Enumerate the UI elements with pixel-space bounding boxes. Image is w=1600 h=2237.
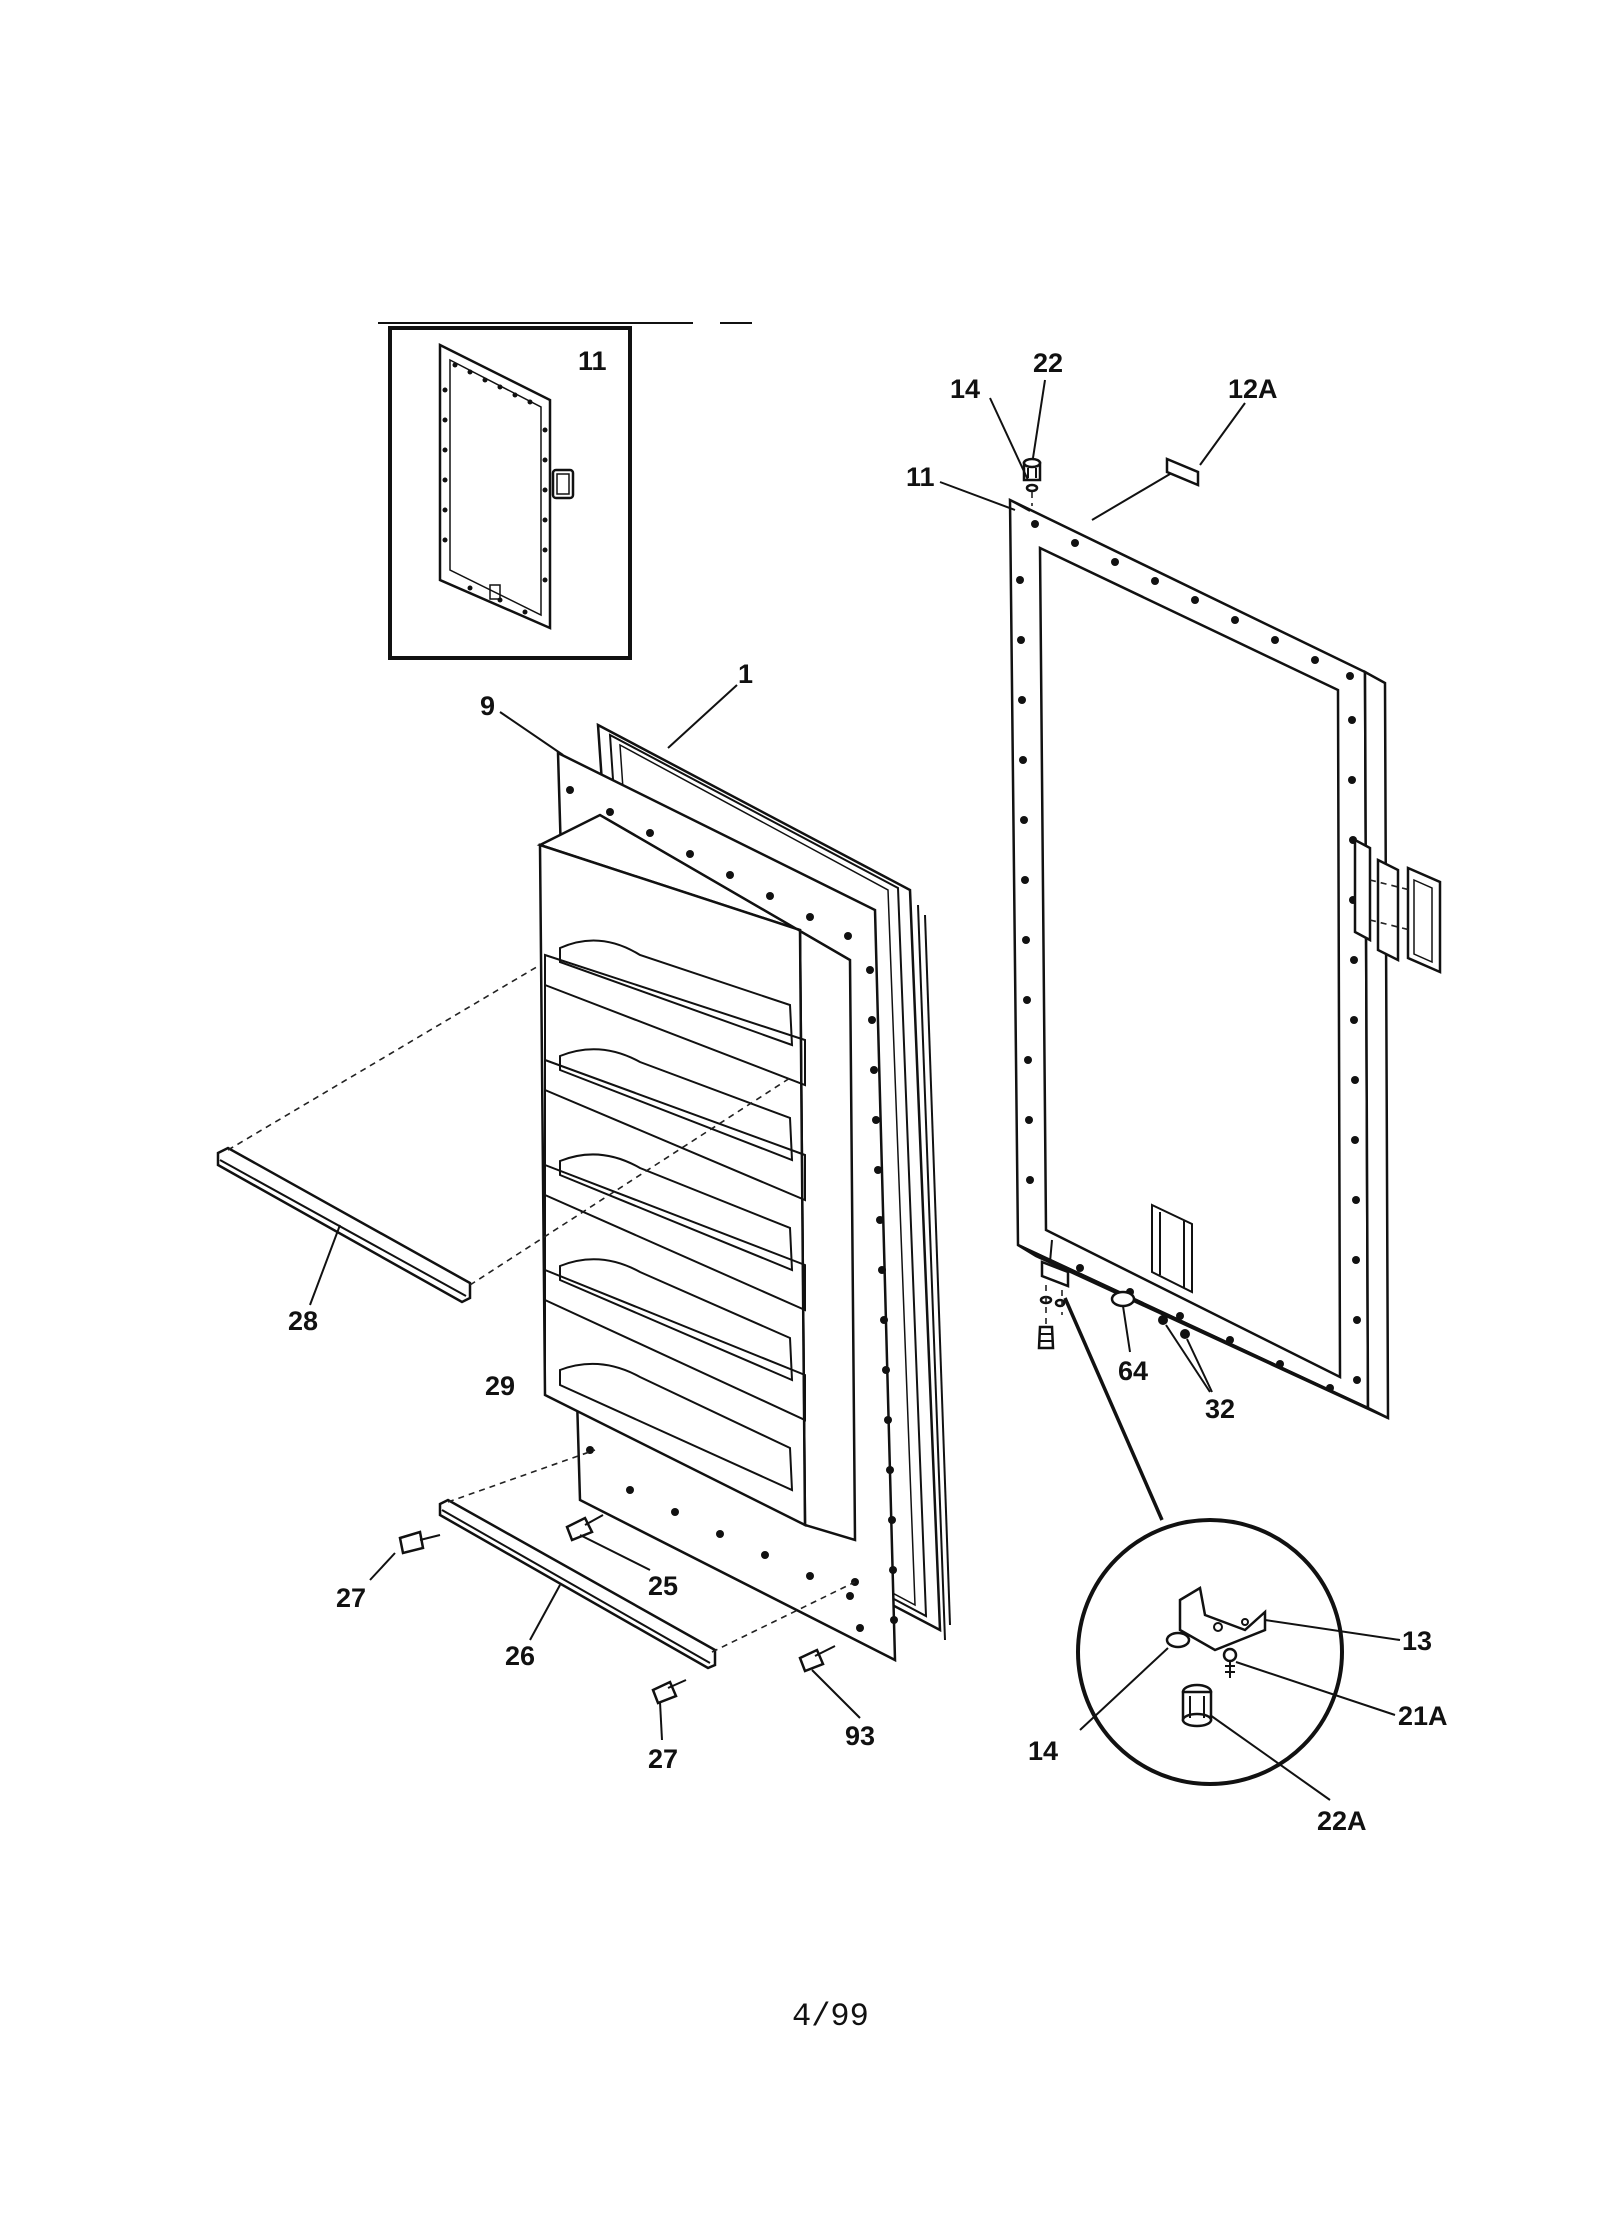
washer-14 [1025, 483, 1039, 493]
label-93: 93 [845, 1721, 875, 1751]
liner-screw-holes [566, 786, 898, 1632]
screw-21A [1222, 1647, 1238, 1678]
label-22-top: 22 [1033, 348, 1063, 378]
label-28: 28 [288, 1306, 318, 1336]
plugs-32 [1158, 1315, 1213, 1393]
door-shelves [544, 929, 806, 1526]
label-29: 29 [485, 1371, 515, 1401]
label-27-left: 27 [336, 1583, 366, 1613]
push-pin-25: 25 [565, 1514, 678, 1601]
page-number: 4/99 [792, 1998, 869, 2035]
hinge-bushing-22 [1022, 457, 1042, 482]
inset-door-liner-drawing [438, 342, 575, 630]
push-pin-27-left: 27 [336, 1530, 441, 1613]
door-liner-assembly [536, 722, 951, 1663]
grommet-64 [1110, 1290, 1136, 1308]
bottom-rail-26: 26 [438, 1449, 856, 1671]
push-pin-27-bottom: 27 [648, 1679, 687, 1774]
label-26: 26 [505, 1641, 535, 1671]
label-22A: 22A [1317, 1806, 1367, 1836]
label-inset-11: 11 [578, 346, 607, 376]
shelf-rail-28: 28 [216, 964, 791, 1336]
label-64: 64 [1118, 1356, 1148, 1386]
label-11-outer: 11 [906, 462, 935, 492]
washer-14-detail [1165, 1631, 1191, 1649]
label-32: 32 [1205, 1394, 1235, 1424]
outer-panel-handle [1353, 837, 1442, 974]
label-27-bottom: 27 [648, 1744, 678, 1774]
hinge-pin-22A [1181, 1683, 1213, 1728]
hinge-detail-circle: 13 21A 14 22A [1028, 1518, 1448, 1836]
bottom-hinge-parts: 64 32 [1037, 1239, 1235, 1521]
top-hinge-parts: 22 14 12A 11 [906, 348, 1278, 521]
hinge-bracket-13 [1178, 1586, 1267, 1652]
outer-door-panel [1008, 497, 1442, 1421]
push-pin-93: 93 [798, 1645, 875, 1751]
label-25: 25 [648, 1571, 678, 1601]
inset-panel: 11 [378, 322, 752, 660]
label-21A: 21A [1398, 1701, 1448, 1731]
label-1: 1 [738, 659, 753, 689]
label-plate-12A [1165, 457, 1200, 487]
inset-frame [388, 326, 632, 660]
label-13: 13 [1402, 1626, 1432, 1656]
label-12A: 12A [1228, 374, 1278, 404]
label-9: 9 [480, 691, 495, 721]
label-14-detail: 14 [1028, 1736, 1058, 1766]
label-14-top: 14 [950, 374, 980, 404]
